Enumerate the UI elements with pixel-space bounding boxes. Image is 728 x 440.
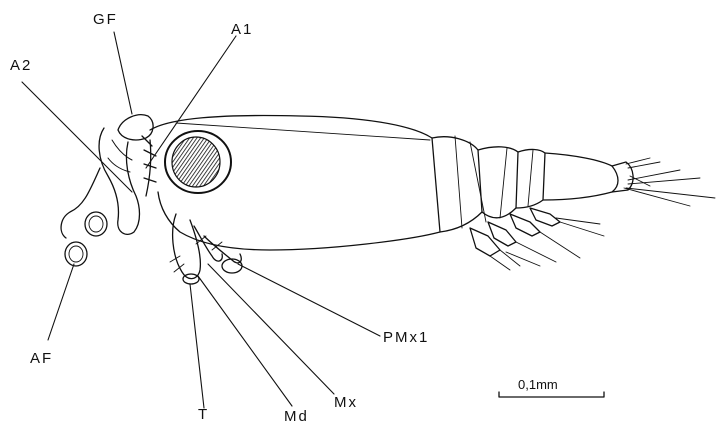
leader-pmx1 — [238, 264, 380, 336]
leader-t — [190, 284, 204, 408]
antennal-flagellum-1-inner — [89, 216, 103, 232]
scale-bar-label: 0,1mm — [518, 378, 558, 392]
leader-a2 — [22, 82, 132, 192]
leader-gf — [114, 32, 132, 114]
pleopod-setae — [490, 218, 604, 270]
abdomen-segment-1 — [432, 137, 482, 232]
label-pmx1: PMx1 — [383, 330, 429, 346]
mouthpart-t — [173, 214, 201, 279]
pleopod-3 — [510, 214, 540, 236]
scale-bar-line — [499, 392, 604, 397]
label-mx: Mx — [334, 395, 358, 411]
leader-af — [48, 264, 74, 340]
antenna-a2-base — [108, 140, 132, 172]
leader-mx — [208, 264, 334, 394]
label-gf: GF — [93, 12, 118, 28]
telson — [612, 162, 633, 192]
label-t: T — [198, 407, 209, 423]
head-lobe — [61, 168, 100, 238]
abdomen-segment-4 — [543, 153, 618, 200]
abdomen-segment-2 — [478, 147, 518, 218]
label-af: AF — [30, 351, 53, 367]
abdomen-seam-4 — [528, 150, 533, 206]
pleopod-4 — [530, 208, 560, 226]
furca-setae — [624, 158, 715, 206]
label-a2: A2 — [10, 58, 32, 74]
compound-eye-hatching — [172, 137, 220, 187]
antennal-flagellum-2-inner — [69, 246, 83, 262]
frontal-organ-gf — [118, 115, 153, 140]
mouthpart-setae — [170, 236, 222, 272]
label-a1: A1 — [231, 22, 253, 38]
carapace-ridge — [176, 123, 430, 140]
leader-md — [198, 276, 292, 406]
pleopod-1 — [470, 228, 500, 256]
antennule-a1 — [142, 136, 156, 196]
label-md: Md — [284, 409, 309, 425]
pleopod-2 — [488, 222, 516, 246]
abdomen-seam-1 — [455, 136, 462, 228]
mouthpart-pmx1 — [222, 259, 242, 273]
abdomen-seam-3 — [500, 148, 507, 218]
